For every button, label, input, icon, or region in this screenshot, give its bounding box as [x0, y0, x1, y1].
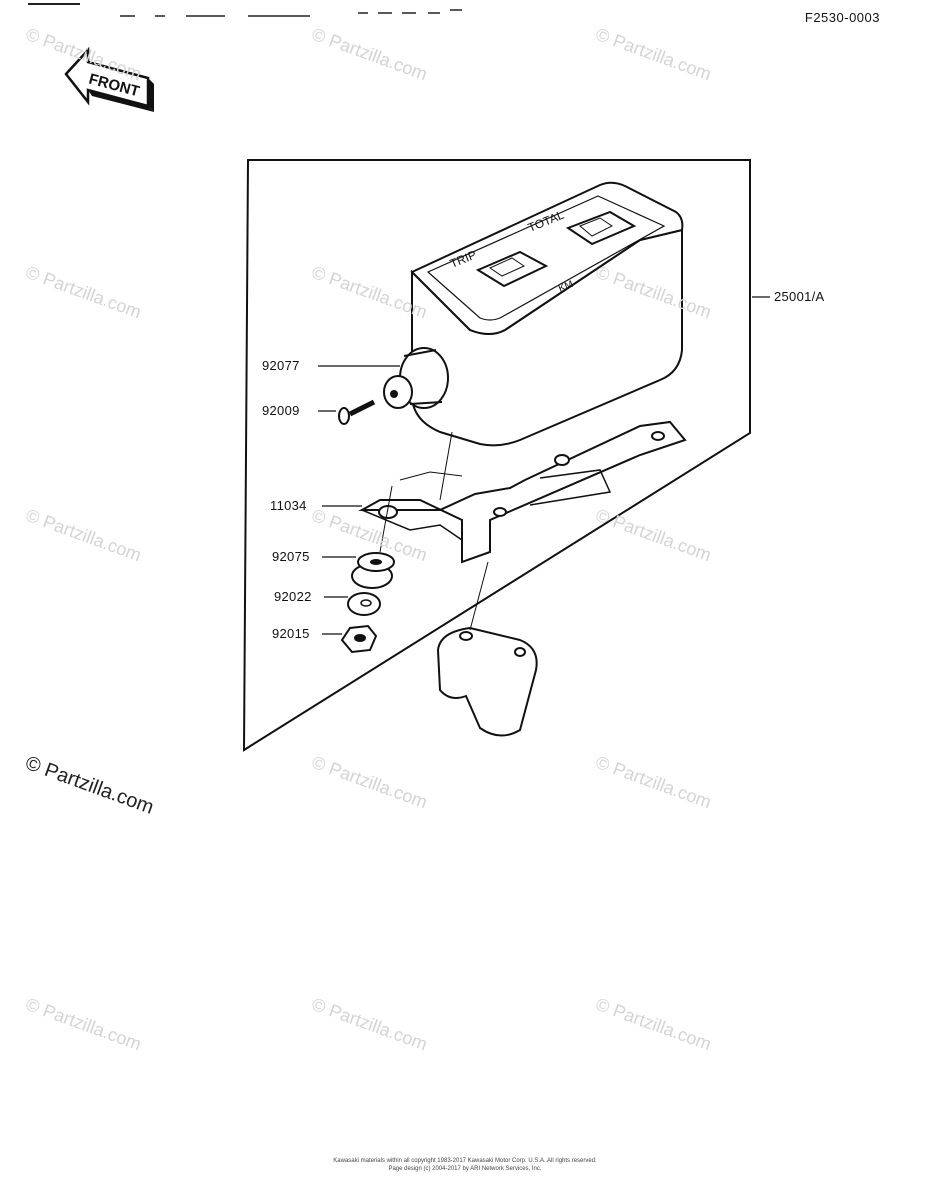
front-arrow: FRONT — [62, 44, 162, 127]
handlebar-clamp — [436, 626, 538, 737]
part-number-label[interactable]: 92009 — [262, 403, 300, 418]
header-dashes — [28, 3, 462, 17]
damper-part — [351, 552, 395, 589]
assembly-line — [469, 561, 489, 631]
part-number-label[interactable]: 11034 — [270, 498, 307, 513]
bracket-part — [358, 420, 687, 564]
part-number-label[interactable]: 25001/A — [774, 289, 825, 304]
meter-housing: TRIP TOTAL KM — [410, 181, 684, 447]
part-number-label[interactable]: 92075 — [272, 549, 310, 564]
assembly-line — [399, 471, 463, 481]
screw-part — [338, 399, 376, 425]
part-number-label[interactable]: 92077 — [262, 358, 300, 373]
diagram-frame — [242, 159, 751, 752]
assembly-line — [379, 485, 393, 553]
washer-part — [347, 592, 381, 616]
knob-part — [383, 347, 449, 409]
nut-part — [340, 624, 378, 654]
assembly-line — [439, 431, 453, 501]
part-number-label[interactable]: 92022 — [274, 589, 312, 604]
copyright-line: Page design (c) 2004-2017 by ARI Network… — [388, 1166, 542, 1172]
front-direction-arrow-icon: FRONT — [64, 46, 154, 112]
part-number-label[interactable]: 92015 — [272, 626, 310, 641]
unit-label: KM — [557, 279, 575, 295]
drawing-number: F2530-0003 — [804, 10, 880, 25]
copyright-line: Kawasaki materials within all copyright … — [333, 1158, 597, 1164]
